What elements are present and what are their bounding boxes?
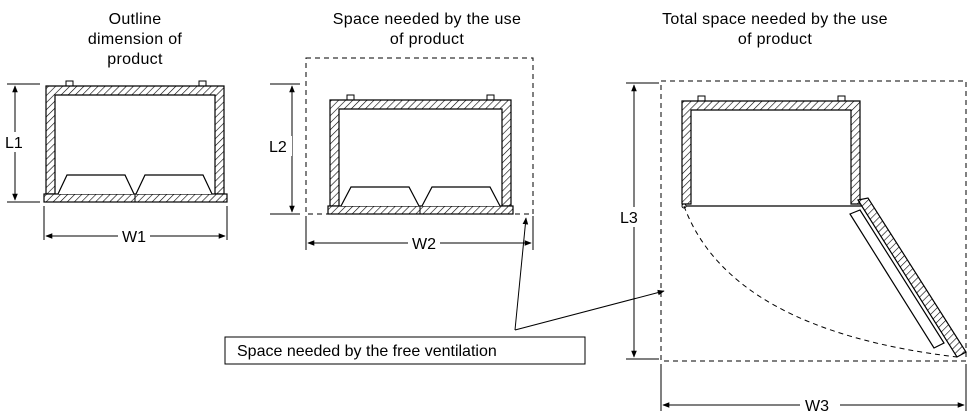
dimension-w2: W2 bbox=[305, 216, 534, 253]
panel-space-use: Space needed by the use of product L2 bbox=[268, 11, 534, 253]
label-l3: L3 bbox=[620, 210, 638, 227]
label-w2: W2 bbox=[412, 236, 436, 253]
label-w1: W1 bbox=[122, 229, 146, 246]
label-l2: L2 bbox=[269, 139, 287, 156]
panel-space-use-title-line-2: of product bbox=[390, 31, 464, 48]
dimension-w1: W1 bbox=[43, 206, 228, 246]
label-w3: W3 bbox=[805, 398, 829, 415]
panel-total-space-title-line-1: Total space needed by the use bbox=[662, 11, 888, 28]
panel-outline-title-line-1: Outline bbox=[109, 11, 162, 28]
panel-outline-title-line-2: dimension of bbox=[88, 31, 183, 48]
fridge-open-drawing bbox=[681, 95, 967, 358]
fridge-use-drawing bbox=[327, 94, 514, 215]
panel-space-use-title-line-1: Space needed by the use bbox=[333, 11, 521, 28]
panel-total-space: Total space needed by the use of product… bbox=[618, 11, 967, 415]
callout-box bbox=[224, 336, 586, 365]
fridge-outline-drawing bbox=[43, 80, 228, 203]
panel-total-space-title-line-2: of product bbox=[738, 31, 812, 48]
ventilation-boundary-3 bbox=[660, 80, 967, 362]
callout-leader-to-panel-2 bbox=[514, 217, 529, 331]
callout-label: Space needed by the free ventilation bbox=[237, 343, 497, 360]
label-l1: L1 bbox=[5, 135, 23, 152]
dimension-l1: L1 bbox=[4, 83, 40, 203]
panel-outline-title-line-3: product bbox=[107, 51, 163, 68]
panel-outline: Outline dimension of product L1 bbox=[4, 11, 228, 246]
ventilation-callout: Space needed by the free ventilation bbox=[224, 217, 665, 365]
dimension-l2: L2 bbox=[268, 83, 300, 215]
dimension-w3: W3 bbox=[660, 364, 967, 415]
callout-leader-to-panel-3 bbox=[514, 289, 665, 331]
ventilation-boundary-2 bbox=[305, 57, 534, 215]
dimension-l3: L3 bbox=[618, 82, 659, 360]
